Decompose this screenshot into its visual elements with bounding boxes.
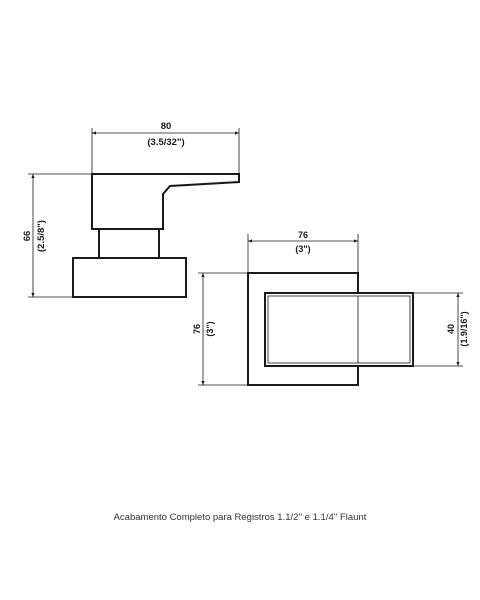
side-height-mm: 66 [22,231,33,242]
front-height-mm: 76 [192,324,202,334]
front-lever [264,292,414,367]
front-width-mm: 76 [298,230,308,240]
side-width-inch: (3.5/32") [147,137,184,148]
front-lever-inch: (1.9/16") [459,311,469,346]
front-lever-inner [267,295,411,364]
side-neck [98,228,160,259]
side-width-mm: 80 [161,121,172,132]
side-height-inch: (2.5/8") [36,220,47,252]
front-view [198,234,463,386]
front-width-inch: (3") [295,244,310,254]
drawing-caption: Acabamento Completo para Registros 1.1/2… [113,512,367,523]
side-base-plate [72,257,187,298]
side-view [28,128,240,298]
front-height-inch: (3") [205,321,215,336]
front-lever-mm: 40 [446,324,456,334]
side-handle [91,173,240,230]
